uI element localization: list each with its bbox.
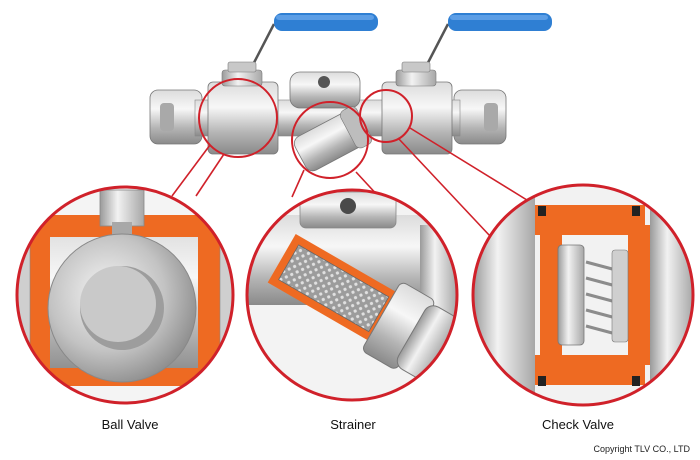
check-valve-detail bbox=[471, 183, 695, 407]
left-valve-handle bbox=[242, 13, 378, 83]
right-valve-handle bbox=[416, 13, 552, 83]
callout-leaders bbox=[171, 127, 536, 237]
strainer-label: Strainer bbox=[330, 417, 376, 432]
ball-valve-detail bbox=[15, 185, 235, 405]
top-assembly bbox=[149, 13, 552, 179]
copyright-notice: Copyright TLV CO., LTD bbox=[593, 444, 690, 454]
ball-valve-label: Ball Valve bbox=[101, 417, 159, 432]
check-valve-label: Check Valve bbox=[541, 417, 614, 432]
strainer-detail bbox=[245, 188, 459, 402]
